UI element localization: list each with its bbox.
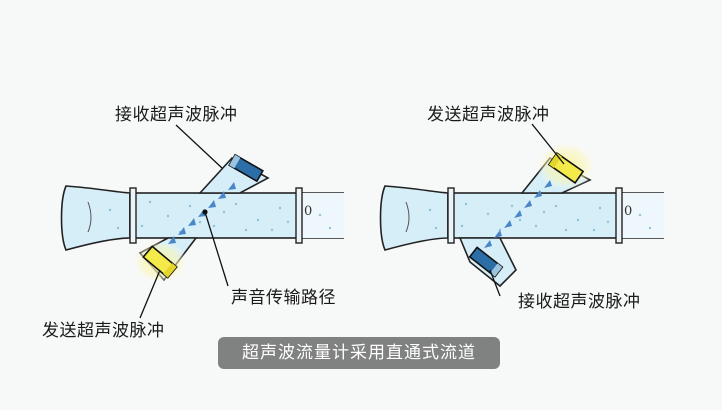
left-upper-port — [198, 156, 270, 194]
left-path-pointer-line — [204, 211, 229, 287]
right-bottom-label: 接收超声波脉冲 — [518, 292, 641, 312]
caption-subtitle: 超声波流量计采用直通式流道 — [218, 337, 500, 369]
left-pipe-body — [129, 192, 303, 239]
left-sender-transducer — [142, 245, 178, 279]
left-bottom-label: 发送超声波脉冲 — [42, 321, 165, 341]
left-flowmeter — [60, 124, 344, 319]
right-top-label: 发送超声波脉冲 — [427, 105, 550, 125]
right-pipe-body — [447, 192, 623, 239]
right-flowmeter — [379, 123, 664, 297]
right-sound-path-arrows — [484, 180, 552, 248]
right-water-dots — [428, 202, 652, 232]
right-receiver-transducer — [468, 246, 504, 278]
left-pipe-inlet — [60, 185, 131, 251]
left-path-label: 声音传输路径 — [231, 288, 336, 308]
right-pipe-mark: 0 — [624, 204, 633, 219]
left-top-label: 接收超声波脉冲 — [115, 105, 238, 125]
right-pipe-inlet — [379, 185, 449, 251]
left-receiver-transducer — [228, 153, 264, 183]
left-pipe-mark: 0 — [304, 204, 313, 219]
